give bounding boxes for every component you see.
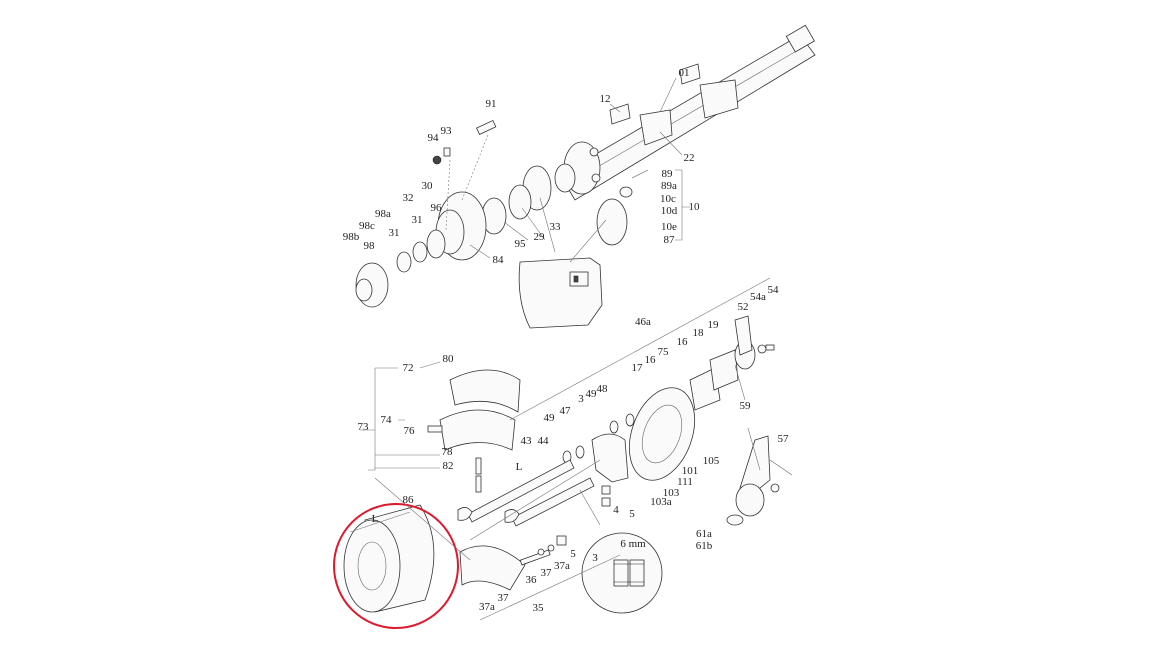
callout-label: 5 (629, 508, 635, 520)
callout-label: 31 (389, 227, 400, 239)
callout-label: 98c (359, 220, 375, 232)
callout-label: 80 (443, 353, 455, 365)
callout-label: 16 (677, 336, 689, 348)
callout-label: 98 (364, 240, 376, 252)
callout-label: 52 (738, 301, 749, 313)
callout-label: 12 (600, 93, 611, 105)
callout-label: 43 (521, 435, 533, 447)
callout-label: 103 (663, 487, 680, 499)
camshaft-bracket (562, 413, 635, 507)
wheel-hub (355, 119, 497, 308)
callout-label: 3 (578, 393, 584, 405)
callout-label: 35 (533, 602, 545, 614)
axle-beam (559, 24, 816, 201)
callout-label: 4 (613, 504, 619, 516)
highlight-circle (333, 503, 459, 629)
callout-label: 32 (403, 192, 414, 204)
callout-label: 17 (632, 362, 644, 374)
brake-drum (343, 504, 435, 613)
callout-label: 75 (658, 346, 670, 358)
callout-label: 37 (541, 567, 553, 579)
callout-label: 19 (708, 319, 720, 331)
callout-label: 73 (358, 421, 370, 433)
callout-label: 74 (381, 414, 393, 426)
callout-label: L (372, 513, 379, 525)
callout-label: 29 (534, 231, 546, 243)
callout-label: 96 (431, 202, 443, 214)
bearing-seal-set (481, 165, 649, 246)
callout-label: 10c (660, 193, 676, 205)
callout-label: 37 (498, 592, 510, 604)
callout-label: 105 (703, 455, 720, 467)
leader-lines (360, 77, 771, 621)
callout-label: 86 (403, 494, 415, 506)
callout-label: 61b (696, 540, 713, 552)
callout-label: 111 (677, 476, 693, 488)
seal-detail-section (518, 219, 607, 329)
callout-label: 54 (768, 284, 780, 296)
callout-label: 31 (412, 214, 423, 226)
callout-label: 22 (684, 152, 695, 164)
axle-spindle (554, 141, 601, 195)
callout-label: 36 (526, 574, 538, 586)
callout-label: 103a (650, 496, 672, 508)
callout-label: L (516, 461, 523, 473)
callout-label: 54a (750, 291, 766, 303)
slack-adjuster (726, 435, 793, 526)
callout-label: 37a (479, 601, 495, 613)
callout-label: 44 (538, 435, 550, 447)
brake-shoe-lining (427, 369, 521, 493)
callout-label: 49 (544, 412, 556, 424)
callout-label: 76 (404, 425, 416, 437)
callout-label: 82 (443, 460, 454, 472)
dust-shield (628, 387, 696, 481)
callout-label: 33 (550, 221, 562, 233)
callout-label: 72 (403, 362, 414, 374)
callout-label: 6 mm (620, 538, 646, 550)
callout-label: 16 (645, 354, 657, 366)
callout-label: 89 (662, 168, 674, 180)
callout-label: 98a (375, 208, 391, 220)
callout-label: 91 (486, 98, 497, 110)
callout-label: 59 (740, 400, 752, 412)
callout-label: 10 (689, 201, 701, 213)
bushing-detail-section (579, 489, 663, 614)
callout-label: 01 (679, 67, 690, 79)
callout-label: 47 (560, 405, 572, 417)
callout-label: 3 (592, 552, 598, 564)
callout-label: 46a (635, 316, 651, 328)
callout-label: 84 (493, 254, 505, 266)
callout-label: 10e (661, 221, 677, 233)
brake-shoe-assembly (459, 535, 567, 591)
callout-label: 48 (597, 383, 609, 395)
callout-label: 87 (664, 234, 676, 246)
brake-chamber-bracket (689, 315, 775, 411)
callout-label: 78 (442, 446, 454, 458)
callout-label: 61a (696, 528, 712, 540)
callout-label: 95 (515, 238, 527, 250)
callout-label: 94 (428, 132, 440, 144)
callout-label: 5 (570, 548, 576, 560)
callout-label: 49 (586, 388, 598, 400)
callout-label: 93 (441, 125, 453, 137)
callout-label: 98b (343, 231, 360, 243)
callout-label: 30 (422, 180, 434, 192)
callout-label: 37a (554, 560, 570, 572)
camshafts (457, 459, 595, 527)
callout-label: 18 (693, 327, 705, 339)
callout-label: 89a (661, 180, 677, 192)
callout-label: 10d (661, 205, 678, 217)
callout-label: 57 (778, 433, 790, 445)
callout-label: 101 (682, 465, 699, 477)
